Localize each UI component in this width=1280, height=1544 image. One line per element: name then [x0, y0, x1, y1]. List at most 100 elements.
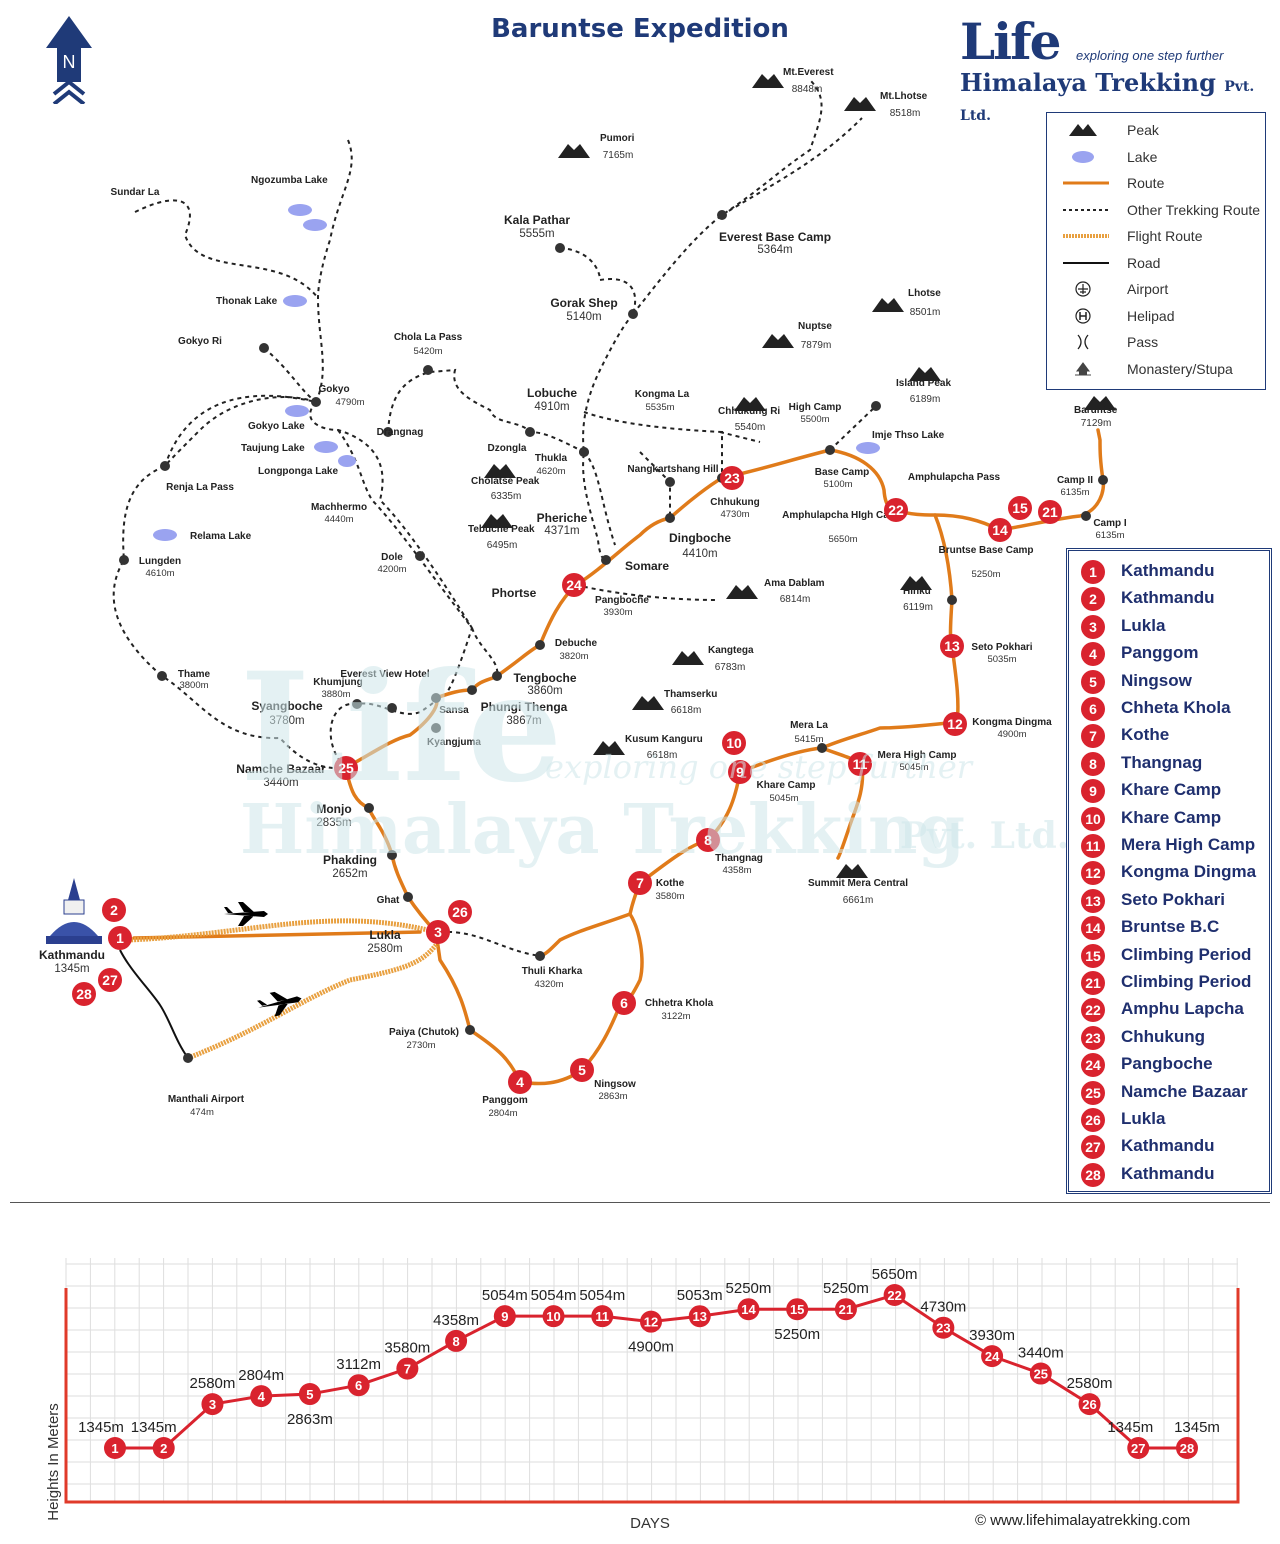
peak-altitude: 6618m [647, 750, 678, 761]
map-title: Baruntse Expedition [491, 14, 789, 44]
elevation-point-day: 24 [985, 1349, 1000, 1364]
place-name: Thame [178, 669, 211, 680]
place-altitude: 4620m [536, 466, 565, 477]
day-marker-label: 21 [1042, 504, 1058, 520]
peak-name: Nuptse [798, 321, 832, 332]
dotted-line [1063, 202, 1113, 218]
elevation-value-label: 5250m [823, 1280, 869, 1297]
place-name: Camp II [1057, 475, 1093, 486]
legend-label: Helipad [1127, 307, 1175, 324]
waypoint-dot [947, 595, 957, 605]
peak-name: Hinku [903, 586, 931, 597]
day-marker-label: 14 [992, 522, 1008, 538]
legend-item: Road [1047, 252, 1265, 274]
place-name: Sansa [439, 705, 469, 716]
legend-item: Monastery/Stupa [1047, 358, 1265, 380]
svg-text:N: N [63, 52, 76, 72]
place-name: Kyangjuma [427, 737, 481, 748]
place-name: Paiya (Chutok) [389, 1027, 459, 1038]
lake-icon [338, 455, 356, 467]
elevation-point [250, 1385, 273, 1408]
waypoint-dot [352, 699, 362, 709]
day-number-badge: 23 [1081, 1025, 1105, 1050]
elevation-point [201, 1393, 224, 1416]
peak-altitude: 7129m [1081, 418, 1112, 429]
waypoint-dot [415, 551, 425, 561]
elevation-value-label: 3580m [384, 1340, 430, 1357]
lake-name: Longponga Lake [258, 466, 338, 477]
day-number-badge: 27 [1081, 1135, 1105, 1160]
day-marker-label: 3 [434, 924, 442, 940]
peak-name: Baruntse [1074, 405, 1118, 416]
place-altitude: 3580m [655, 891, 684, 902]
place-altitude: 3867m [506, 715, 541, 727]
day-marker [612, 991, 636, 1015]
day-stop-name: Lukla [1121, 1109, 1166, 1128]
place-name: Phakding [323, 853, 377, 867]
peak-icon [726, 585, 758, 599]
place-altitude: 4610m [145, 568, 174, 579]
main-route [820, 746, 865, 860]
peak-name: Kangtega [708, 645, 754, 656]
legend-item: Peak [1047, 119, 1265, 141]
peak-name: Thamserku [664, 689, 717, 700]
day-marker [562, 573, 586, 597]
elevation-point [883, 1284, 906, 1306]
elevation-point-day: 2 [160, 1441, 167, 1456]
elevation-point [591, 1305, 614, 1328]
place-name: Tengboche [513, 671, 576, 685]
other-trekking-route [134, 199, 319, 299]
elevation-point [981, 1345, 1004, 1368]
place-name: Sundar La [111, 187, 160, 198]
place-name: Amphulapcha Pass [908, 472, 1001, 483]
waypoint-dot [364, 803, 374, 813]
place-name: Kathmandu [39, 948, 105, 962]
peak-name: Chhukung Ri [718, 406, 780, 417]
elevation-value-label: 1345m [1107, 1419, 1153, 1436]
elevation-value-label: 2580m [1067, 1375, 1113, 1392]
chart-y-axis-label: Heights In Meters [45, 1403, 62, 1521]
peak-name: Pumori [600, 133, 635, 144]
waypoint-dot [387, 850, 397, 860]
chart-x-axis-label: DAYS [630, 1515, 670, 1532]
place-name: Monjo [316, 802, 351, 816]
elevation-point-day: 21 [839, 1302, 853, 1317]
place-name: Machhermo [311, 502, 367, 513]
day-number-badge: 10 [1081, 806, 1105, 831]
place-name: Amphulapcha HIgh Camp [782, 510, 904, 521]
day-marker [508, 1070, 532, 1094]
place-altitude: 4440m [324, 514, 353, 525]
place-altitude: 4730m [720, 509, 749, 520]
main-route [132, 930, 422, 940]
place-altitude: 3122m [661, 1011, 690, 1022]
peak-altitude: 7165m [603, 150, 634, 161]
day-marker-label: 27 [102, 972, 118, 988]
place-name: Base Camp [815, 467, 869, 478]
waypoint-dot [1098, 475, 1108, 485]
waypoint-dot [579, 447, 589, 457]
day-marker-label: 2 [110, 902, 118, 918]
place-name: Kongma La [635, 389, 690, 400]
place-altitude: 5045m [899, 762, 928, 773]
place-altitude: 3800m [179, 680, 208, 691]
place-altitude: 5364m [757, 244, 792, 256]
day-marker-label: 22 [888, 502, 904, 518]
day-stop-name: Mera High Camp [1121, 835, 1256, 854]
airplane-icon [257, 991, 302, 1017]
day-marker [628, 871, 652, 895]
day-marker-label: 9 [736, 764, 744, 780]
peak-altitude: 8518m [890, 108, 921, 119]
elevation-point-day: 27 [1131, 1441, 1145, 1456]
elevation-point [786, 1298, 809, 1321]
waypoint-dot [535, 951, 545, 961]
place-name: Ningsow [594, 1079, 636, 1090]
day-number-badge: 2 [1081, 587, 1105, 612]
elevation-value-label: 1345m [1174, 1419, 1220, 1436]
day-marker-label: 26 [452, 904, 468, 920]
